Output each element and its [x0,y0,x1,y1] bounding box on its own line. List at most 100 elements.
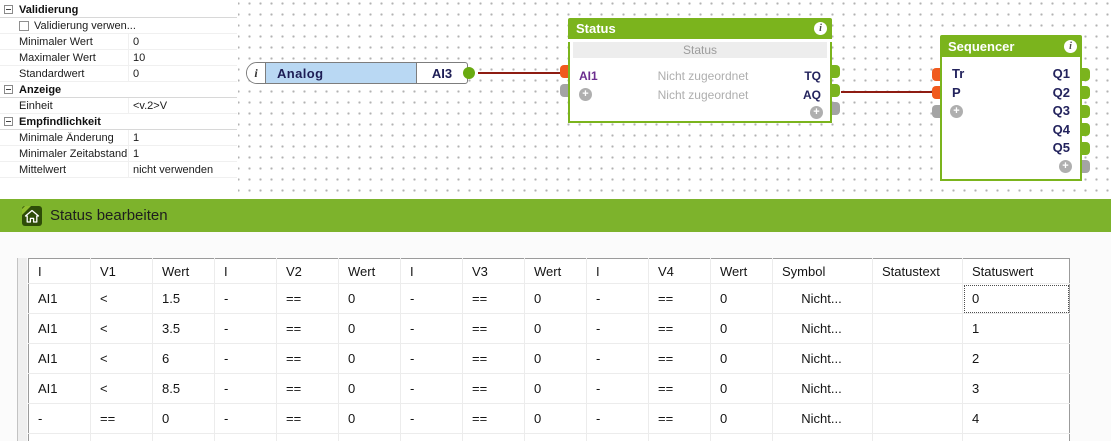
table-cell[interactable] [872,313,963,344]
table-cell[interactable]: Nicht... [772,313,873,344]
wire-status-to-sequencer[interactable] [841,91,932,93]
table-cell[interactable]: 8.5 [152,373,215,404]
table-cell[interactable]: - [214,343,277,374]
analog-info-icon[interactable]: i [247,63,266,83]
table-cell[interactable]: < [90,343,153,374]
table-cell[interactable]: == [276,373,339,404]
table-cell[interactable] [400,433,463,441]
input-connector-tr[interactable] [932,68,940,81]
table-cell[interactable]: == [648,373,711,404]
table-cell[interactable]: Nicht... [772,403,873,434]
table-cell[interactable]: 0 [710,283,773,314]
info-icon[interactable]: i [1064,39,1077,53]
table-cell[interactable]: 0 [524,373,587,404]
table-cell[interactable]: 1.5 [152,283,215,314]
table-cell[interactable]: == [276,313,339,344]
column-header[interactable]: V1 [90,258,153,284]
table-cell[interactable]: - [586,373,649,404]
property-section-validierung[interactable]: Validierung [0,2,237,18]
table-cell[interactable]: == [276,343,339,374]
table-cell[interactable]: 0 [524,403,587,434]
table-cell[interactable]: - [400,283,463,314]
assignment-label[interactable]: Nicht zugeordnet [657,68,749,83]
table-cell[interactable] [462,433,525,441]
output-connector-q3[interactable] [1082,105,1090,118]
table-cell[interactable] [28,433,91,441]
column-header[interactable]: Statuswert [962,258,1070,284]
column-header[interactable]: I [214,258,277,284]
property-section-empfindlichkeit[interactable]: Empfindlichkeit [0,114,237,130]
table-cell[interactable]: 6 [152,343,215,374]
table-cell[interactable]: - [214,313,277,344]
table-cell[interactable]: - [214,283,277,314]
analog-input-block[interactable]: i Analog AI3 [246,62,475,84]
output-connector-q1[interactable] [1082,68,1090,81]
table-cell[interactable]: 0 [710,373,773,404]
table-cell[interactable] [90,433,153,441]
table-cell[interactable]: 1 [962,313,1070,344]
table-cell[interactable] [214,433,277,441]
table-cell[interactable]: AI1 [28,283,91,314]
add-input-icon[interactable] [950,105,963,118]
table-cell[interactable]: < [90,283,153,314]
status-block[interactable]: Status i Status AI1 Nicht zugeordnet TQ … [560,18,840,123]
table-cell[interactable]: == [90,403,153,434]
table-cell[interactable] [710,433,773,441]
table-cell[interactable]: 0 [710,343,773,374]
table-cell[interactable]: 0 [338,283,401,314]
table-cell[interactable]: Nicht... [772,283,873,314]
table-cell[interactable] [524,433,587,441]
table-cell[interactable]: 0 [710,313,773,344]
column-header[interactable]: I [400,258,463,284]
table-cell[interactable]: Nicht... [772,373,873,404]
table-cell[interactable] [276,433,339,441]
table-cell[interactable]: 3.5 [152,313,215,344]
table-cell[interactable]: - [586,283,649,314]
table-cell[interactable]: == [648,283,711,314]
property-section-anzeige[interactable]: Anzeige [0,82,237,98]
column-header[interactable]: Wert [524,258,587,284]
column-header[interactable]: Wert [338,258,401,284]
table-cell[interactable]: - [586,313,649,344]
table-cell[interactable] [586,433,649,441]
column-header[interactable]: V2 [276,258,339,284]
table-cell[interactable]: == [276,283,339,314]
add-input-icon[interactable] [579,88,592,101]
wiring-canvas[interactable]: i Analog AI3 Status i Status AI1 Nicht z… [238,0,1111,199]
output-connector-q2[interactable] [1082,86,1090,99]
table-cell[interactable]: 0 [338,373,401,404]
table-cell[interactable]: 2 [962,343,1070,374]
table-cell[interactable]: == [276,403,339,434]
column-header[interactable]: V3 [462,258,525,284]
table-cell[interactable]: 0 [152,403,215,434]
table-cell[interactable]: - [28,403,91,434]
output-connector-spare[interactable] [832,102,840,115]
validierung-checkbox[interactable] [19,20,29,31]
table-cell[interactable] [962,433,1070,441]
column-header[interactable]: Wert [152,258,215,284]
property-value[interactable]: 0 [128,34,237,49]
property-value[interactable]: 1 [128,130,237,145]
table-cell[interactable] [872,433,963,441]
table-cell[interactable]: - [586,403,649,434]
column-header[interactable]: Statustext [872,258,963,284]
table-cell[interactable]: - [400,403,463,434]
table-cell[interactable]: == [462,343,525,374]
input-connector-spare[interactable] [932,105,940,118]
table-cell[interactable]: 0 [524,313,587,344]
output-connector-aq[interactable] [832,84,840,97]
column-header[interactable]: Symbol [772,258,873,284]
table-cell[interactable]: == [648,313,711,344]
input-connector-p[interactable] [932,86,940,99]
table-cell[interactable]: AI1 [28,343,91,374]
table-cell[interactable]: - [586,343,649,374]
property-value[interactable]: nicht verwenden [128,162,237,177]
table-cell[interactable]: - [400,343,463,374]
collapse-icon[interactable] [4,85,13,94]
column-header[interactable]: I [586,258,649,284]
table-cell[interactable]: 0 [524,283,587,314]
property-value[interactable]: <v.2>V [128,98,237,113]
table-cell[interactable]: 0 [338,343,401,374]
table-cell[interactable]: == [462,403,525,434]
table-cell[interactable] [872,283,963,314]
